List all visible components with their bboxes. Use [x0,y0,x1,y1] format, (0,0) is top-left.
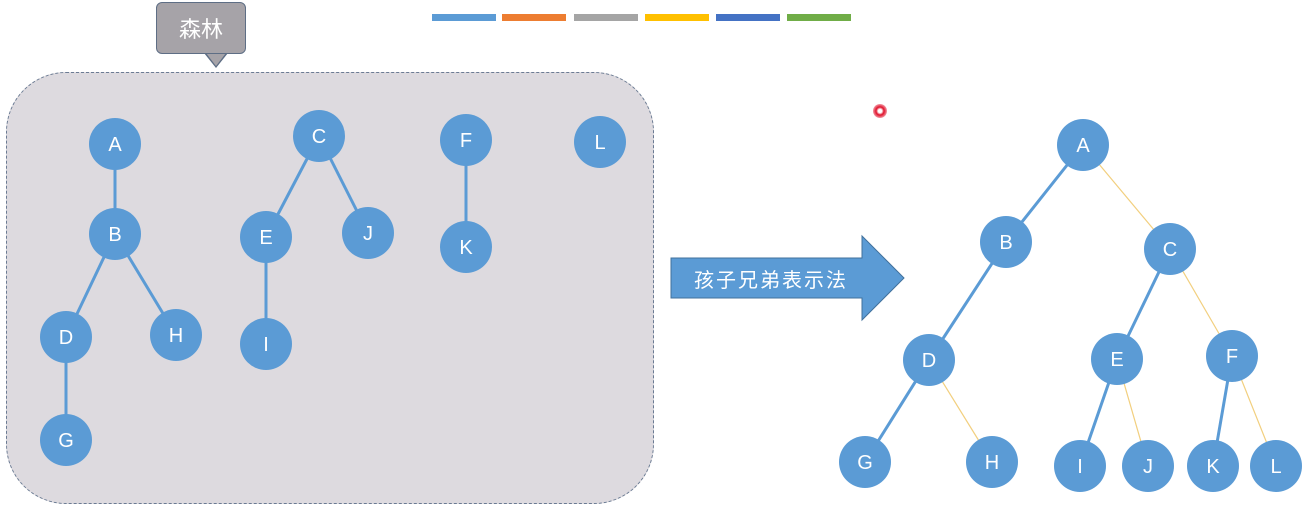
forest-node-a-label: A [108,134,122,156]
tree-node-c: C [1144,223,1196,275]
tree-node-b-label: B [999,232,1012,254]
forest-node-b-circle [89,208,141,260]
tree-node-h-circle [966,436,1018,488]
palette-bar-6 [787,14,851,21]
tree-node-c-label: C [1163,239,1177,261]
forest-node-c-label: C [312,126,326,148]
tree-node-g-circle [839,436,891,488]
forest-node-g-circle [40,414,92,466]
tree-node-k: K [1187,440,1239,492]
forest-node-e: E [240,211,292,263]
forest-node-d: D [40,311,92,363]
transform-arrow [670,234,905,322]
forest-node-c: C [293,110,345,162]
forest-node-i-label: I [263,334,269,356]
forest-node-k: K [440,221,492,273]
forest-callout-label: 森林 [178,17,223,42]
forest-node-f: F [440,114,492,166]
forest-node-e-circle [240,211,292,263]
tree-node-j: J [1122,440,1174,492]
forest-node-b: B [89,208,141,260]
palette-bar-5 [716,14,780,21]
tree-node-h: H [966,436,1018,488]
forest-node-f-circle [440,114,492,166]
forest-node-h-circle [150,309,202,361]
tree-node-f-label: F [1226,346,1238,368]
forest-node-i: I [240,318,292,370]
forest-node-e-label: E [259,227,272,249]
forest-node-a: A [89,118,141,170]
tree-node-b: B [980,216,1032,268]
tree-node-j-circle [1122,440,1174,492]
tree-node-e: E [1091,333,1143,385]
forest-node-a-circle [89,118,141,170]
palette-bar-2 [502,14,566,21]
forest-callout: 森林 [156,2,246,54]
tree-node-d-label: D [922,350,936,372]
tree-node-h-label: H [985,452,999,474]
forest-node-h: H [150,309,202,361]
forest-node-h-label: H [169,325,183,347]
tree-node-c-circle [1144,223,1196,275]
forest-node-j: J [342,207,394,259]
forest-nodes: A B D H G C E J I F K L [40,110,626,466]
forest-node-g-label: G [58,430,74,452]
forest-node-l-label: L [594,132,605,154]
palette-bar-1 [432,14,496,21]
tree-node-l: L [1250,440,1302,492]
tree-node-e-label: E [1110,349,1123,371]
laser-pointer-dot [873,104,887,118]
forest-node-k-circle [440,221,492,273]
tree-node-e-circle [1091,333,1143,385]
tree-node-a: A [1057,119,1109,171]
forest-node-j-label: J [363,223,373,245]
forest-node-b-label: B [108,224,121,246]
tree-node-g-label: G [857,452,873,474]
forest-node-d-circle [40,311,92,363]
tree-node-l-circle [1250,440,1302,492]
forest-edges [64,135,468,440]
tree-node-f: F [1206,330,1258,382]
forest-node-g: G [40,414,92,466]
forest-node-l-circle [574,116,626,168]
forest-node-d-label: D [59,327,73,349]
tree-node-i: I [1054,440,1106,492]
palette-bar-4 [645,14,709,21]
tree-node-d-circle [903,334,955,386]
forest-node-l: L [574,116,626,168]
binary-tree-nodes: A B C D E F G H I J K L [839,119,1302,492]
tree-node-k-label: K [1206,456,1220,478]
tree-node-a-label: A [1076,135,1090,157]
tree-node-f-circle [1206,330,1258,382]
tree-node-j-label: J [1143,456,1153,478]
palette-bar-3 [574,14,638,21]
tree-node-l-label: L [1270,456,1281,478]
callout-tail [206,53,226,66]
forest-node-c-circle [293,110,345,162]
tree-node-g: G [839,436,891,488]
tree-node-i-label: I [1077,456,1083,478]
tree-node-i-circle [1054,440,1106,492]
binary-tree-edges [863,144,1277,467]
forest-node-k-label: K [459,237,473,259]
tree-node-b-circle [980,216,1032,268]
transform-arrow-label: 孩子兄弟表示法 [694,269,848,292]
tree-node-d: D [903,334,955,386]
forest-node-i-circle [240,318,292,370]
tree-node-k-circle [1187,440,1239,492]
tree-node-a-circle [1057,119,1109,171]
forest-node-f-label: F [460,130,472,152]
forest-node-j-circle [342,207,394,259]
